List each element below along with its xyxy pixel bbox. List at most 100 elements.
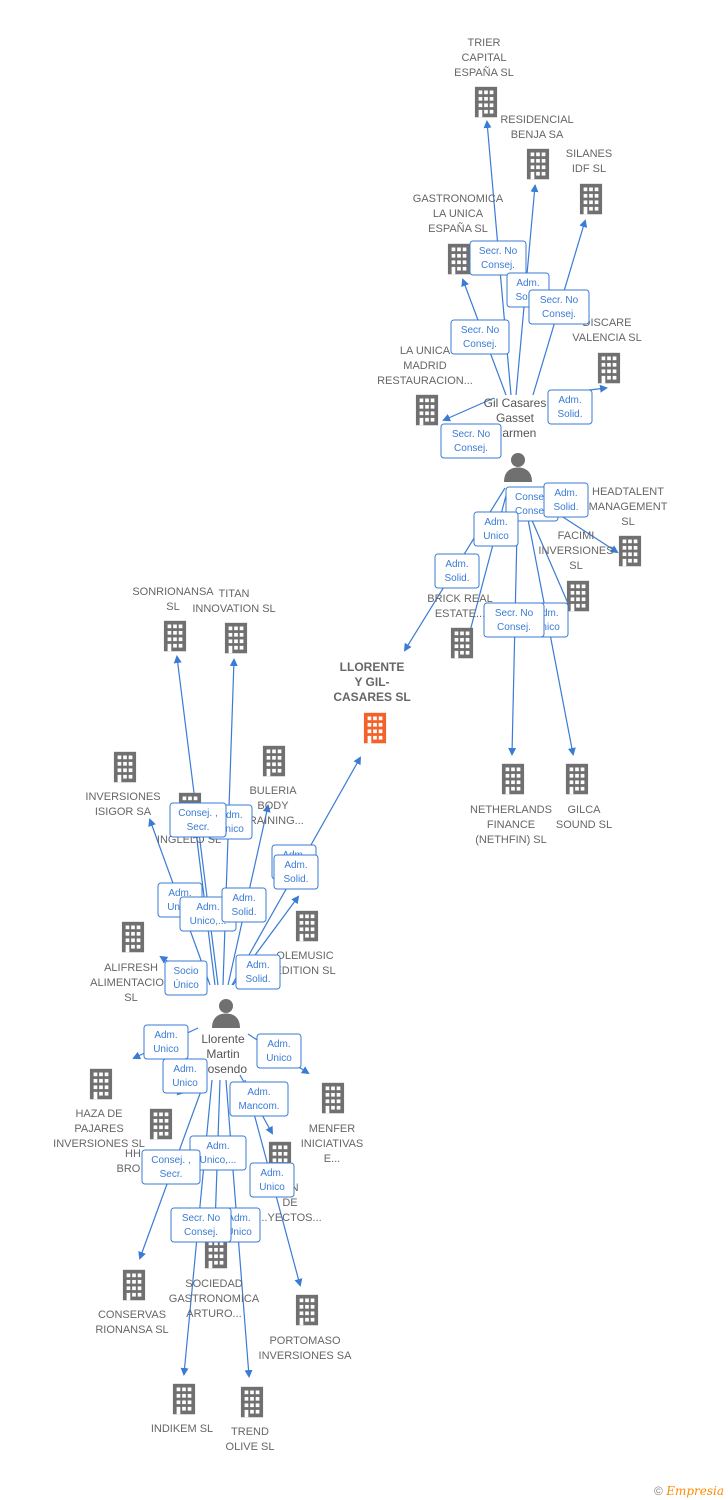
relation-role-text: Consej. <box>542 309 576 320</box>
relation-label-box[interactable]: Secr. No Consej. <box>528 289 590 325</box>
company-label: CONSERVAS <box>98 1309 166 1321</box>
relation-label-box[interactable]: Adm.Solid. <box>547 389 593 425</box>
building-icon <box>240 1386 264 1418</box>
relation-role-text: Adm. <box>206 1141 229 1152</box>
relation-label-box[interactable]: Adm.Solid. <box>221 887 267 923</box>
company-node-sociedad[interactable]: SOCIEDADGASTRONOMICAARTURO... <box>169 1237 260 1320</box>
company-node-hhbro[interactable]: HHBRO... <box>116 1108 173 1175</box>
relation-box-frame <box>473 511 519 547</box>
relation-box-frame <box>256 1033 302 1069</box>
company-label: INVERSIONES <box>538 545 613 557</box>
relation-role-text: Mancom. <box>238 1101 279 1112</box>
company-node-menfer[interactable]: MENFERINICIATIVASE... <box>301 1082 364 1165</box>
relation-role-text: Unico <box>172 1078 198 1089</box>
company-label: IDF SL <box>572 163 606 175</box>
relation-role-text: Consej. , <box>151 1155 190 1166</box>
relation-box-frame <box>434 553 480 589</box>
relation-label-box[interactable]: Adm.Unico <box>256 1033 302 1069</box>
relation-role-text: Consej. <box>454 443 488 454</box>
company-node-launica[interactable]: LA UNICAMADRIDRESTAURACION... <box>377 345 473 426</box>
building-icon <box>447 243 471 275</box>
company-label: ARTURO... <box>186 1308 241 1320</box>
company-node-buleria[interactable]: BULERIABODYTRAINING... <box>242 745 304 827</box>
relation-label-box[interactable]: Adm. Unico <box>162 1058 208 1094</box>
company-label: SILANES <box>566 148 612 160</box>
company-label: TRIER <box>468 37 501 49</box>
relation-label-box[interactable]: Consej. ,Secr. <box>141 1149 201 1185</box>
relation-label-box[interactable]: Adm.Solid. <box>543 482 589 518</box>
relation-role-text: Consej. <box>184 1227 218 1238</box>
relation-role-text: Adm. <box>558 395 581 406</box>
company-node-indikem[interactable]: INDIKEM SL <box>151 1383 213 1435</box>
company-node-brick[interactable]: BRICK REALESTATE... <box>427 593 493 659</box>
company-label: NETHERLANDS <box>470 804 552 816</box>
company-label: INVERSIONES SL <box>53 1138 145 1150</box>
building-icon <box>262 745 286 777</box>
relation-role-text: Secr. No <box>452 429 491 440</box>
company-label: CAPITAL <box>461 52 506 64</box>
relation-label-box[interactable]: Adm.Solid. <box>235 954 281 990</box>
relation-label-box[interactable]: Adm.Mancom. <box>229 1081 289 1117</box>
relation-label-box[interactable]: Adm.Solid. <box>273 854 319 890</box>
relation-label-box[interactable]: Adm.Solid. <box>434 553 480 589</box>
person-label: Llorente <box>201 1032 245 1046</box>
building-icon <box>565 763 589 795</box>
relation-role-text: Adm. <box>246 960 269 971</box>
company-label: MADRID <box>403 360 446 372</box>
company-label: INICIATIVAS <box>301 1138 364 1150</box>
empresia-logo[interactable]: Empresia <box>666 1484 724 1498</box>
relation-label-box[interactable]: Adm.Unico <box>143 1024 189 1060</box>
person-label: Rosendo <box>199 1062 247 1076</box>
company-label: SL <box>569 560 582 572</box>
relation-label-box[interactable]: Adm.Unico <box>473 511 519 547</box>
relation-label-box[interactable]: Adm.Unico <box>249 1162 295 1198</box>
relation-role-text: Unico,... <box>190 916 227 927</box>
relation-box-frame <box>483 602 545 638</box>
relation-role-text: Adm. <box>284 860 307 871</box>
company-label: SL <box>166 601 179 613</box>
relation-role-text: Consej. , <box>178 808 217 819</box>
company-label: HH <box>125 1148 141 1160</box>
relation-role-text: Adm. <box>219 810 242 821</box>
relation-label-box[interactable]: Consej. ,Secr. <box>169 802 227 838</box>
relation-role-text: Adm. <box>173 1064 196 1075</box>
relation-role-text: Socio <box>173 966 198 977</box>
company-label: Y GIL- <box>354 675 389 689</box>
person-label: Gil Casares <box>484 396 547 410</box>
company-label: RESIDENCIAL <box>500 114 573 126</box>
relation-edge <box>442 397 495 422</box>
company-label: E... <box>324 1153 341 1165</box>
building-icon <box>163 620 187 652</box>
relation-role-text: Secr. No <box>540 295 579 306</box>
relation-label-box[interactable]: Secr. No Consej. <box>440 423 502 459</box>
company-label: SL <box>124 992 137 1004</box>
company-node-silanes[interactable]: SILANES IDF SL <box>566 148 612 215</box>
